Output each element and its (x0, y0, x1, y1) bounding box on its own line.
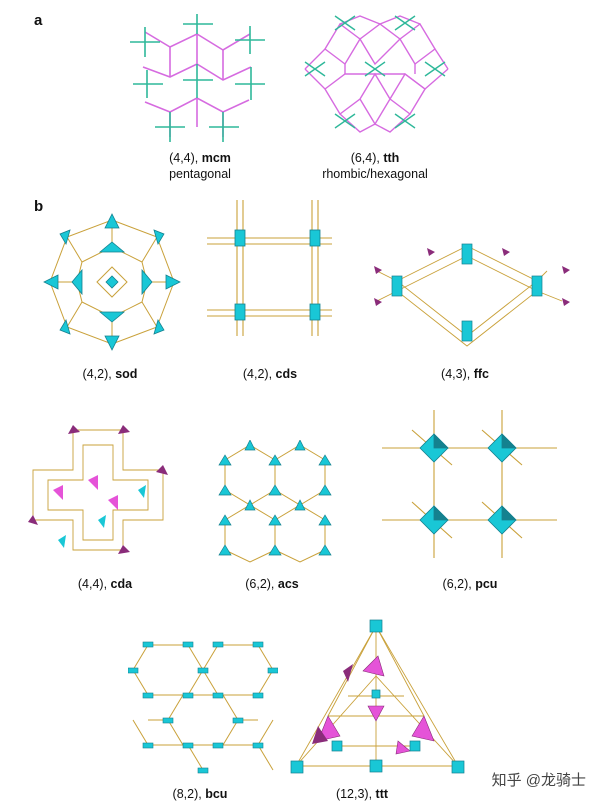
caption-sod: (4,2), sod (60, 366, 160, 382)
caption-bcu-params: (8,2), (172, 787, 206, 801)
caption-pcu-params: (6,2), (442, 577, 476, 591)
caption-tth-symbol: tth (383, 151, 400, 165)
panel-label-a: a (34, 12, 43, 29)
caption-pcu: (6,2), pcu (420, 576, 520, 592)
cda-net-diagram (28, 425, 168, 554)
watermark: 知乎 @龙骑士 (485, 767, 592, 792)
caption-ttt-params: (12,3), (335, 787, 376, 801)
ffc-net-diagram (374, 243, 570, 347)
caption-bcu: (8,2), bcu (150, 786, 250, 802)
caption-acs: (6,2), acs (222, 576, 322, 592)
caption-sod-symbol: sod (115, 367, 138, 381)
caption-ttt-symbol: ttt (375, 787, 389, 801)
caption-mcm-desc: pentagonal (169, 167, 231, 181)
ttt-net-diagram (290, 619, 465, 774)
caption-cda-symbol: cda (110, 577, 133, 591)
caption-cda: (4,4), cda (55, 576, 155, 592)
caption-mcm-params: (4,4), (169, 151, 202, 165)
pcu-net-diagram (382, 410, 557, 558)
caption-ffc: (4,3), ffc (415, 366, 515, 382)
bcu-net-diagram (128, 641, 278, 774)
caption-ffc-symbol: ffc (473, 367, 489, 381)
tth-net-diagram (304, 15, 449, 133)
caption-mcm-symbol: mcm (201, 151, 231, 165)
sod-net-diagram (43, 213, 181, 351)
caption-cds-symbol: cds (275, 367, 298, 381)
caption-cds-params: (4,2), (242, 367, 276, 381)
caption-sod-params: (4,2), (82, 367, 116, 381)
cds-net-diagram (207, 200, 332, 336)
caption-tth: (6,4), tth rhombic/hexagonal (300, 150, 450, 182)
caption-mcm: (4,4), mcm pentagonal (140, 150, 260, 182)
caption-bcu-symbol: bcu (205, 787, 228, 801)
caption-acs-symbol: acs (277, 577, 299, 591)
caption-cds: (4,2), cds (220, 366, 320, 382)
caption-ffc-params: (4,3), (441, 367, 474, 381)
acs-net-diagram (218, 440, 332, 563)
panel-label-b: b (34, 198, 44, 215)
caption-tth-params: (6,4), (350, 151, 384, 165)
caption-cda-params: (4,4), (77, 577, 111, 591)
caption-tth-desc: rhombic/hexagonal (322, 167, 428, 181)
caption-acs-params: (6,2), (245, 577, 278, 591)
caption-ttt: (12,3), ttt (312, 786, 412, 802)
caption-pcu-symbol: pcu (475, 577, 498, 591)
mcm-net-diagram (130, 14, 265, 142)
